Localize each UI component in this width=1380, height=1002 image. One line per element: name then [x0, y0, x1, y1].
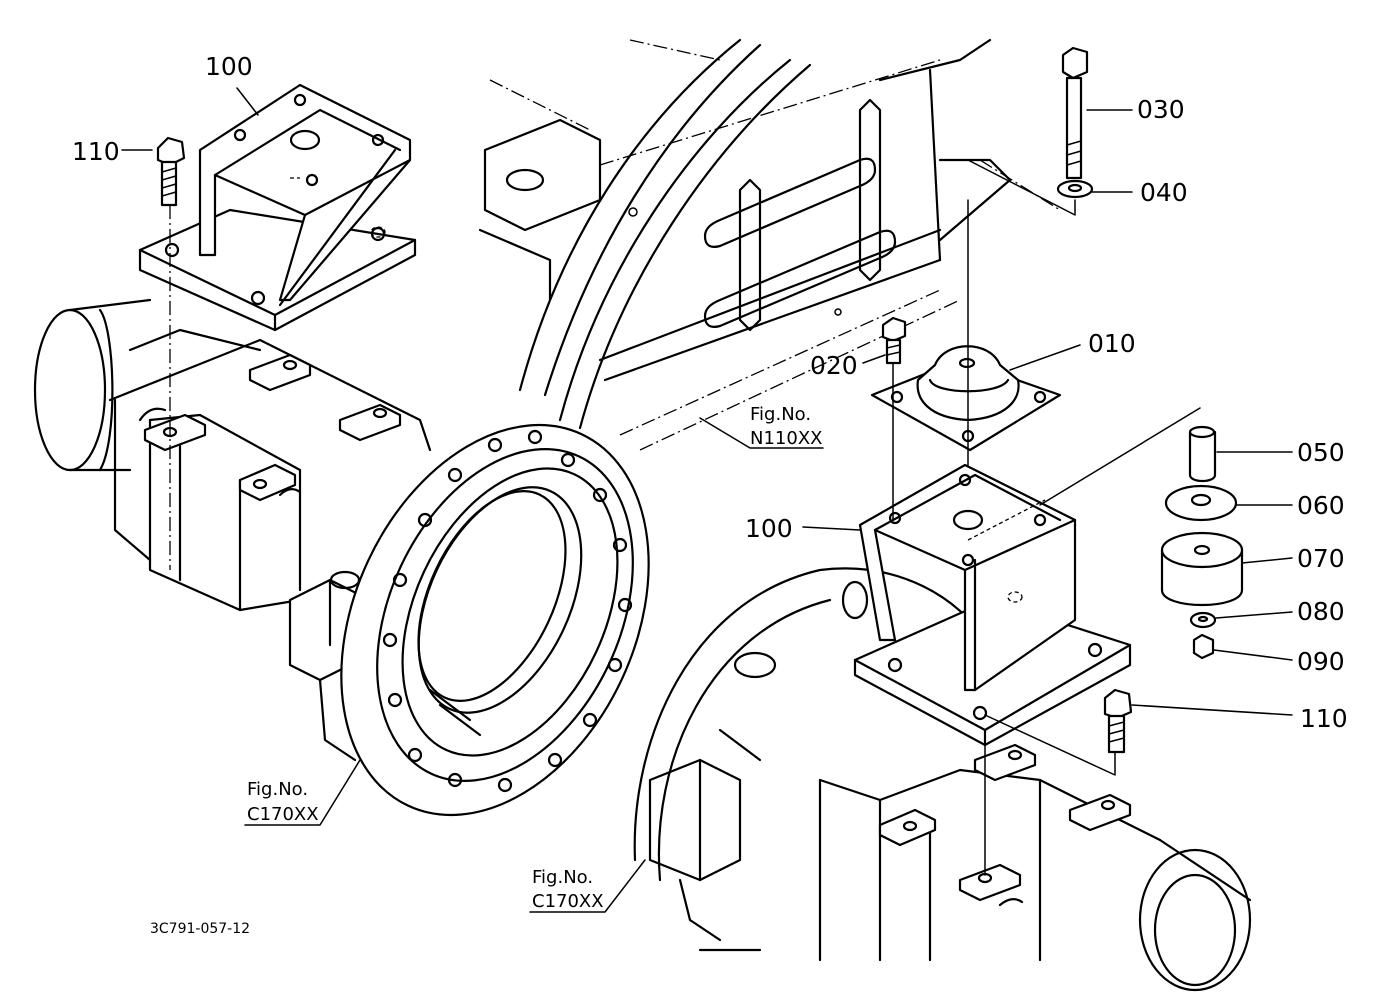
- callout-labels: 100 110 030 040 010 020 050 060 070 080 …: [72, 52, 1348, 733]
- callout-020: 020: [810, 351, 858, 380]
- right-bolt: [1103, 688, 1133, 754]
- fig-ref-n110: N110XX: [750, 428, 822, 449]
- mount-bolt: [881, 316, 907, 521]
- callout-040: 040: [1140, 178, 1188, 207]
- guide-lines: [967, 159, 1201, 876]
- callout-010: 010: [1088, 329, 1136, 358]
- callout-090: 090: [1297, 647, 1345, 676]
- callout-100-left: 100: [205, 52, 253, 81]
- callout-060: 060: [1297, 491, 1345, 520]
- callout-080: 080: [1297, 597, 1345, 626]
- figure-references: Fig.No. N110XX Fig.No. C170XX Fig.No. C1…: [247, 404, 822, 912]
- top-bolt: [1056, 46, 1094, 199]
- left-bracket: [138, 83, 417, 332]
- fig-ref-label-n110: Fig.No.: [750, 404, 811, 425]
- rubber-mount: [870, 199, 1062, 466]
- leader-lines: [121, 87, 1293, 913]
- right-bracket: [853, 463, 1132, 747]
- callout-100-right: 100: [745, 514, 793, 543]
- spacer-stack: [1160, 425, 1244, 660]
- right-axle-housing: [633, 567, 1252, 992]
- fig-ref-label-c170-bottom: Fig.No.: [532, 867, 593, 888]
- left-axle-housing: [33, 298, 432, 762]
- callout-030: 030: [1137, 95, 1185, 124]
- fig-ref-label-c170-left: Fig.No.: [247, 779, 308, 800]
- callout-110-left: 110: [72, 137, 120, 166]
- drawing-code: 3C791-057-12: [150, 921, 250, 937]
- left-bolt: [156, 136, 186, 570]
- callout-050: 050: [1297, 438, 1345, 467]
- left-flange-ring: [340, 423, 650, 817]
- chassis-frame: [478, 38, 1061, 451]
- callout-070: 070: [1297, 544, 1345, 573]
- fig-ref-c170-bottom: C170XX: [532, 891, 604, 912]
- callout-110-right: 110: [1300, 704, 1348, 733]
- fig-ref-c170-left: C170XX: [247, 804, 319, 825]
